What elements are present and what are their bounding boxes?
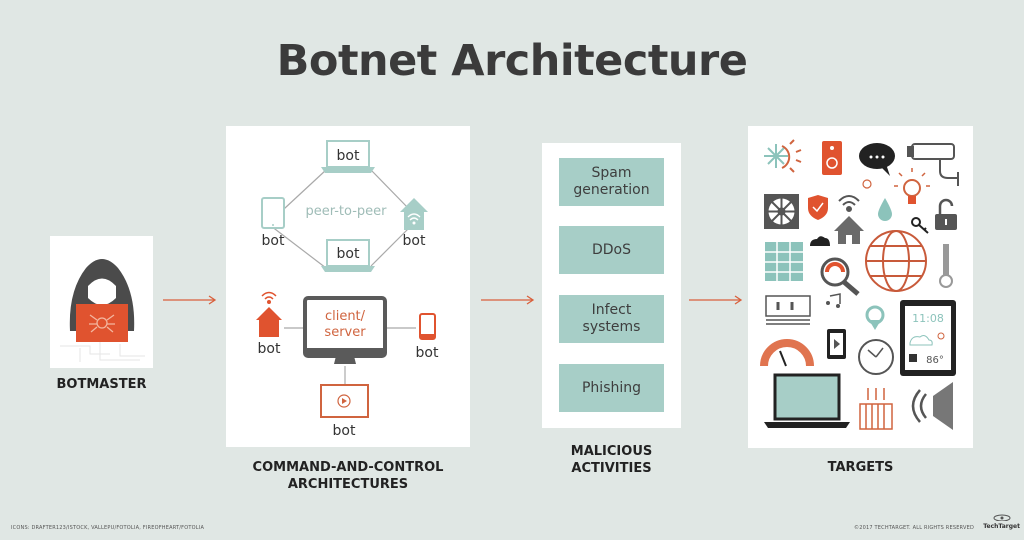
command-and-control-panel: bot bot bot bot peer-to-peer bot c [226, 126, 470, 447]
peer-to-peer-label: peer-to-peer [305, 204, 387, 219]
lightbulb-icon [894, 168, 930, 204]
eye-logo-icon [993, 514, 1011, 522]
display-time: 11:08 [912, 312, 944, 325]
analytics-magnifier-icon [820, 257, 860, 296]
tablet-icon [261, 197, 285, 229]
bot-label: bot [403, 233, 426, 249]
wifi-icon [838, 195, 860, 212]
video-player-icon [320, 384, 369, 418]
activity-ddos: DDoS [559, 226, 664, 274]
command-and-control-label: COMMAND-AND-CONTROL ARCHITECTURES [226, 459, 470, 493]
cloud-icon [810, 236, 830, 246]
tablet-play-icon [827, 329, 846, 359]
activity-phishing: Phishing [559, 364, 664, 412]
botmaster-label: BOTMASTER [56, 377, 147, 392]
client-server-label-line2: server [324, 325, 366, 340]
sun-icon [764, 139, 802, 173]
padlock-open-icon [935, 198, 957, 230]
activity-line: generation [573, 182, 650, 198]
arrow-right-icon [481, 295, 535, 305]
malicious-activities-label: MALICIOUS ACTIVITIES [532, 443, 691, 477]
chat-bubble-icon [859, 143, 895, 176]
solar-panel-icon [765, 242, 803, 281]
logo-text: TechTarget [983, 523, 1020, 530]
hooded-hacker-icon [60, 259, 145, 362]
shield-check-icon [808, 195, 828, 220]
music-note-icon [826, 293, 841, 308]
cc-label-line2: ARCHITECTURES [287, 477, 409, 492]
laptop-icon [764, 373, 850, 428]
gauge-icon [760, 339, 814, 367]
security-camera-icon [907, 143, 959, 186]
smart-display-icon: 11:08 86° [900, 300, 956, 376]
page-title: Botnet Architecture [276, 36, 748, 86]
activity-line: Infect [591, 302, 632, 318]
botmaster-panel [50, 236, 153, 368]
power-icon [862, 179, 872, 189]
radiator-icon [859, 388, 893, 430]
clock-icon [858, 339, 894, 375]
water-drop-icon [878, 198, 892, 221]
activity-line: DDoS [591, 241, 631, 258]
malicious-label-line1: MALICIOUS [570, 444, 653, 459]
speaker-icon [822, 141, 842, 175]
bot-label: bot [337, 246, 360, 262]
window-blinds-icon [765, 295, 811, 325]
arrow-right-icon [163, 295, 217, 305]
home-icon [834, 216, 864, 244]
location-pin-icon [865, 305, 885, 330]
bot-label: bot [416, 345, 439, 361]
icon-credits: ICONS: DRAFTER123/ISTOCK, VALLEPU/FOTOLI… [11, 525, 205, 531]
laptop-icon [321, 239, 375, 272]
key-icon [911, 217, 929, 234]
cc-label-line1: COMMAND-AND-CONTROL [252, 460, 444, 475]
bot-label: bot [258, 341, 281, 357]
orange-wifi-house-icon [256, 291, 282, 337]
bot-label: bot [337, 148, 360, 164]
fan-icon [764, 194, 799, 229]
bot-label: bot [262, 233, 285, 249]
display-temperature: 86° [926, 355, 944, 366]
activity-line: Phishing [581, 379, 642, 396]
targets-panel: 11:08 86° [748, 126, 973, 448]
monitor-icon [303, 296, 387, 364]
techtarget-logo: TechTarget [983, 514, 1020, 530]
wifi-house-icon [400, 198, 428, 230]
activity-line: Spam [591, 165, 632, 181]
globe-icon [865, 230, 927, 292]
laptop-icon [321, 140, 375, 173]
client-server-label-line1: client/ [325, 309, 366, 324]
malicious-label-line2: ACTIVITIES [571, 461, 652, 476]
arrow-right-icon [689, 295, 743, 305]
activity-line: systems [582, 319, 641, 335]
thermometer-icon [939, 244, 953, 288]
bot-label: bot [333, 423, 356, 439]
targets-label: TARGETS [827, 460, 894, 475]
copyright: ©2017 TECHTARGET. ALL RIGHTS RESERVED [854, 525, 974, 531]
smartphone-icon [419, 313, 436, 340]
speaker-volume-icon [911, 382, 953, 430]
